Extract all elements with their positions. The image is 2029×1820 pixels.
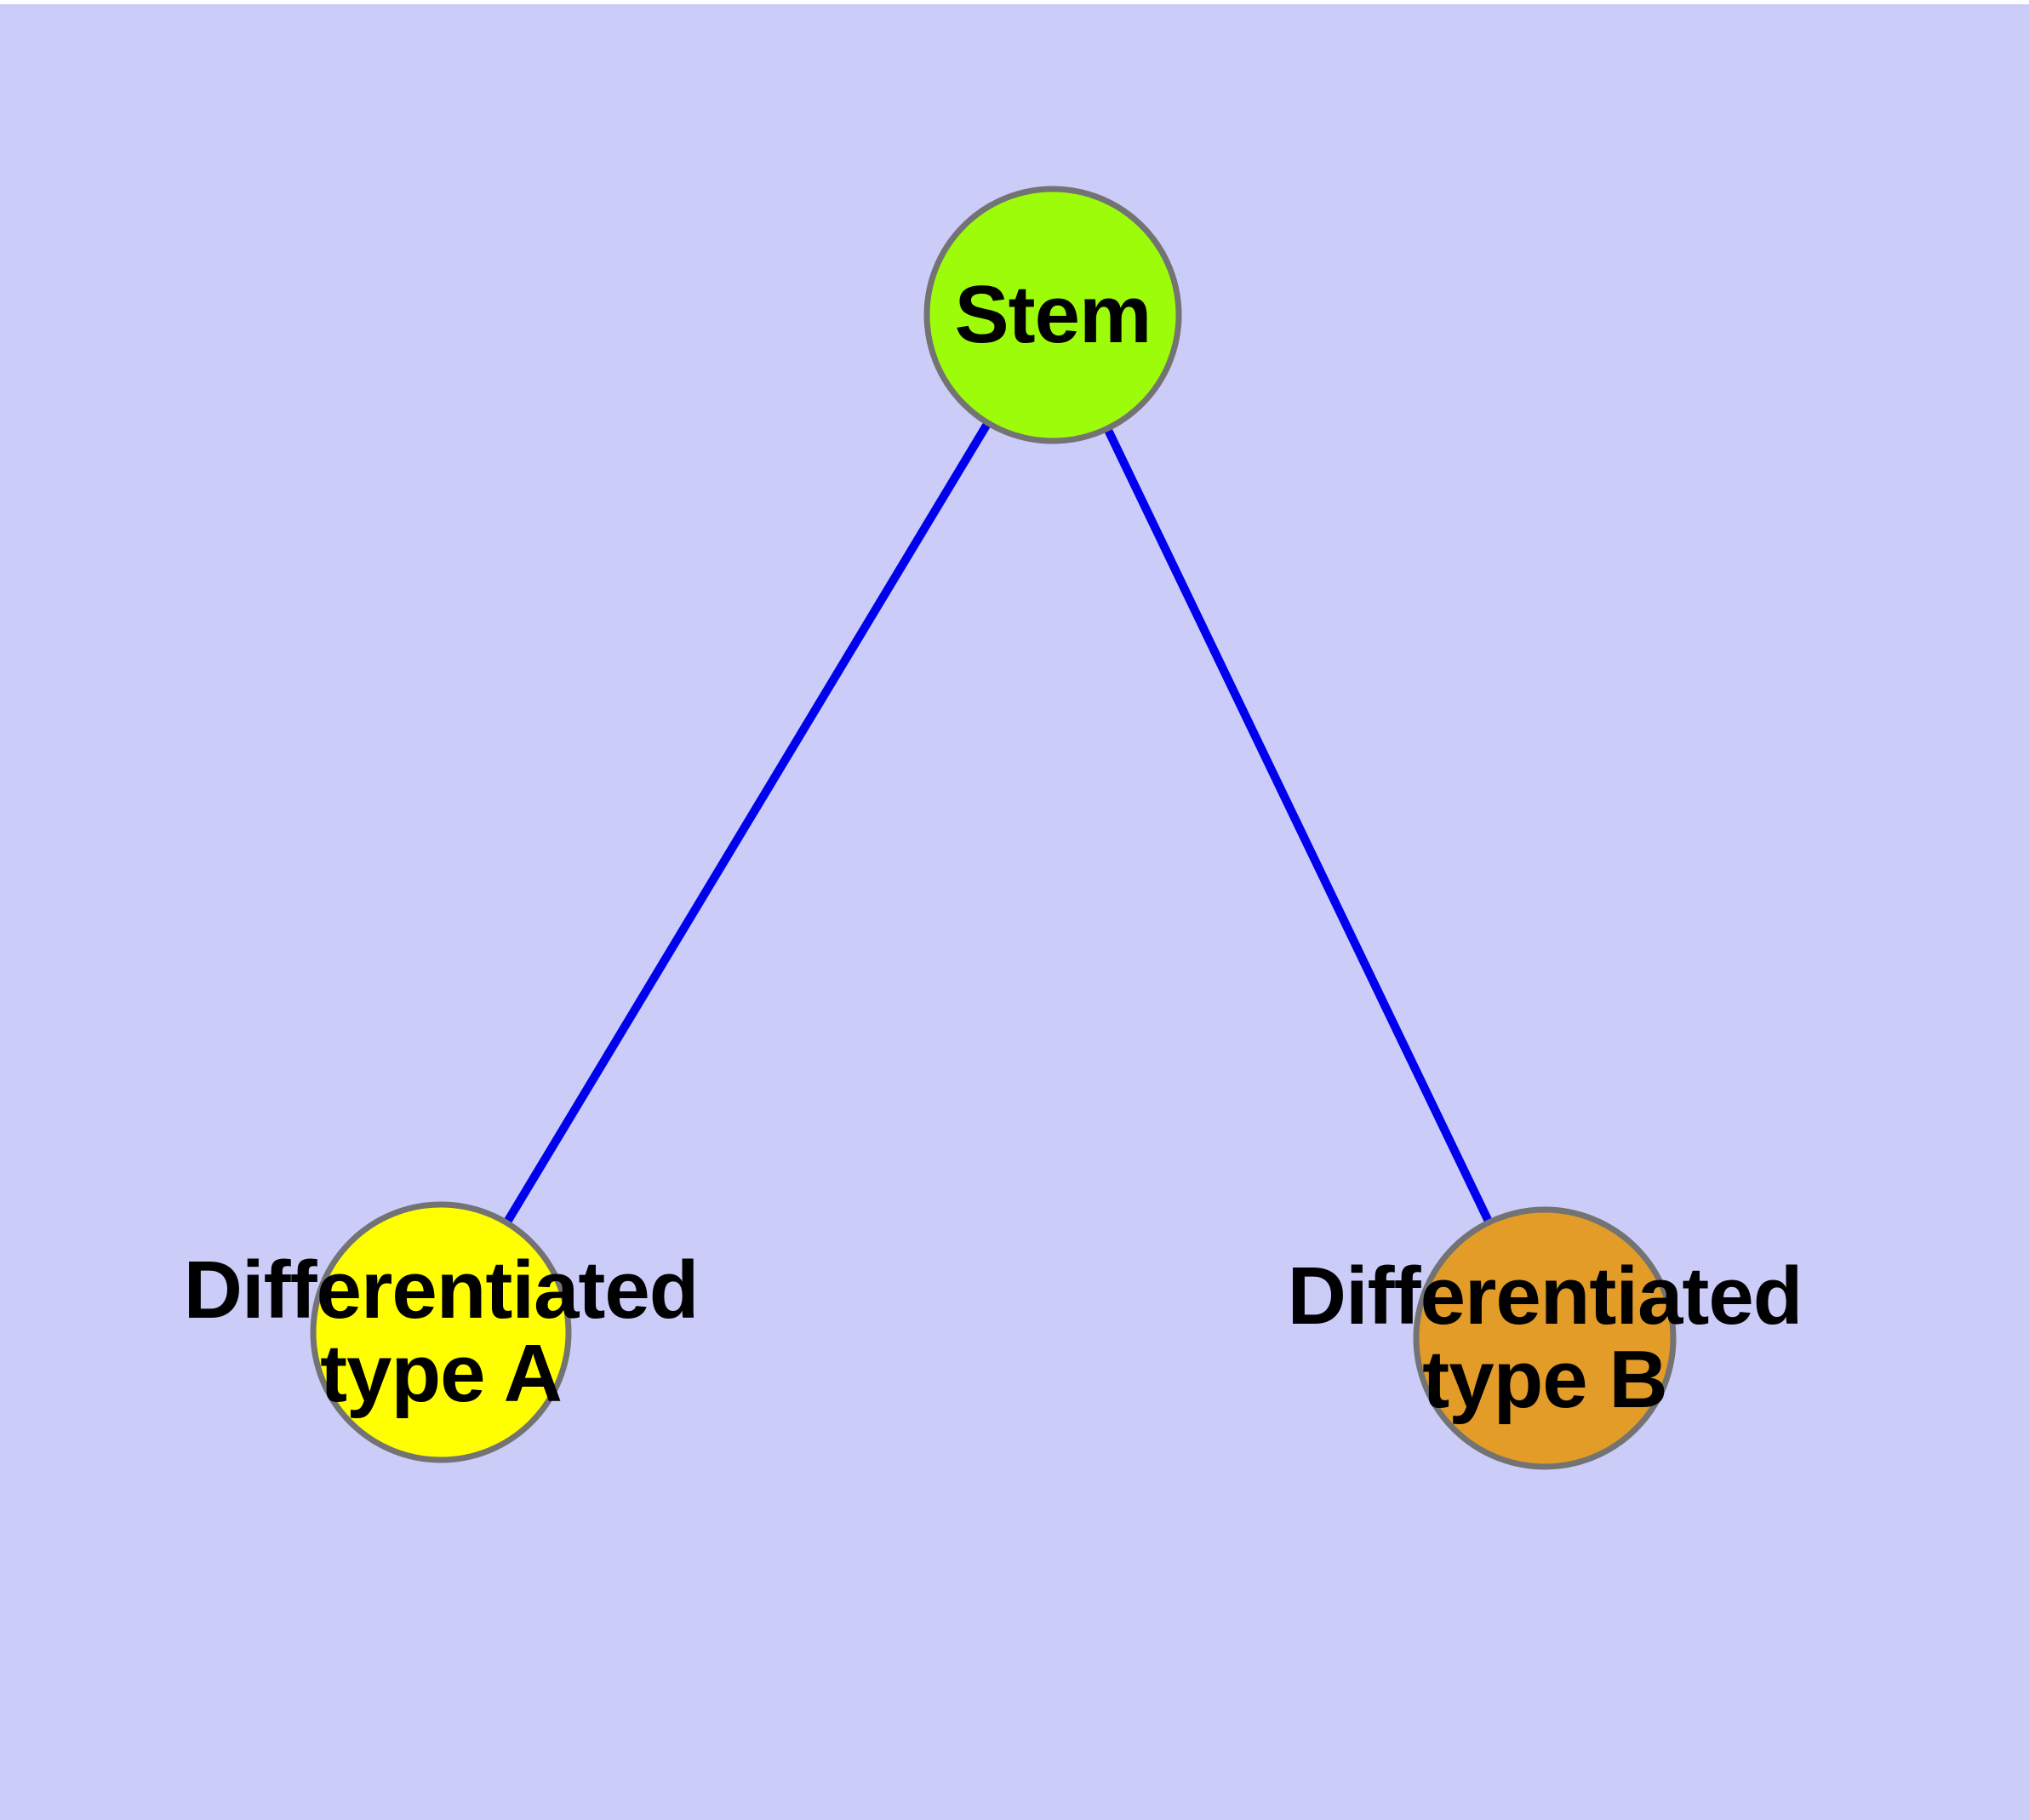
nodes-group xyxy=(310,186,1677,1470)
graph-node-stem[interactable] xyxy=(923,186,1182,444)
edges-group xyxy=(437,312,1549,1341)
graph-node-diff_a[interactable] xyxy=(310,1201,572,1463)
graph-edge-stem-to-diff_a[interactable] xyxy=(437,312,1057,1335)
graph-edge-stem-to-diff_b[interactable] xyxy=(1049,312,1549,1341)
graph-node-diff_b[interactable] xyxy=(1413,1206,1677,1470)
